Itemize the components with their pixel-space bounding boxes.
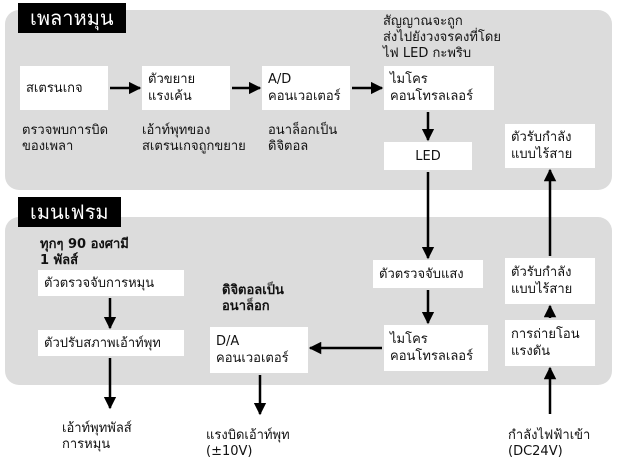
rotor-microcontroller-box: ไมโคร คอนโทรลเลอร์ (384, 66, 494, 110)
stator-note: ทุกๆ 90 องศามี 1 พัลส์ (40, 237, 129, 269)
ad-converter-box: A/D คอนเวอเตอร์ (262, 66, 350, 110)
stator-title: เมนเฟรม (18, 197, 121, 227)
light-detector-label: ตัวตรวจจับแสง (379, 266, 464, 282)
stator-microcontroller-label-2: คอนโทรลเลอร์ (390, 349, 474, 364)
power-input-label-1: กำลังไฟฟ้าเข้า (508, 428, 591, 443)
stator-microcontroller-box: ไมโคร คอนโทรลเลอร์ (384, 325, 488, 371)
strain-gauge-caption-1: ตรวจพบการบิด (22, 123, 109, 138)
led-label: LED (415, 148, 441, 164)
power-input-label: กำลังไฟฟ้าเข้า (DC24V) (508, 428, 590, 460)
wireless-transmitter-box: ตัวรับกำลัง แบบไร้สาย (505, 258, 595, 304)
pulse-output-label-1: เอ้าท์พุทพัลส์ (62, 421, 132, 436)
strain-gauge-caption-2: ของเพลา (22, 139, 74, 154)
torque-output-label-1: แรงบิดเอ้าท์พุท (206, 428, 290, 443)
wireless-transmitter-label-2: แบบไร้สาย (511, 282, 573, 297)
rotor-note-1: สัญญาณจะถูก (383, 14, 463, 29)
amplifier-label-2: แรงเค้น (148, 89, 192, 104)
wireless-receiver-box: ตัวรับกำลัง แบบไร้สาย (505, 124, 595, 168)
amplifier-caption-2: สเตรนเกจถูกขยาย (142, 139, 246, 154)
rotation-detector-label: ตัวตรวจจับการหมุน (44, 275, 155, 291)
da-converter-caption: ดิจิตอลเป็น อนาล็อก (222, 283, 284, 315)
wireless-receiver-label-2: แบบไร้สาย (511, 147, 573, 162)
da-converter-label-1: D/A (216, 334, 240, 349)
da-converter-box: D/A คอนเวอเตอร์ (210, 327, 308, 373)
amplifier-caption-1: เอ้าท์พุทของ (142, 123, 211, 138)
da-converter-caption-2: อนาล็อก (222, 299, 270, 314)
stator-microcontroller-label-1: ไมโคร (390, 332, 428, 347)
ad-converter-label-1: A/D (268, 72, 292, 87)
rotor-microcontroller-label-1: ไมโคร (390, 72, 428, 87)
ad-converter-caption-1: อนาล็อกเป็น (268, 123, 338, 138)
da-converter-caption-1: ดิจิตอลเป็น (222, 283, 284, 298)
strain-gauge-caption: ตรวจพบการบิด ของเพลา (22, 123, 108, 155)
ad-converter-label-2: คอนเวอเตอร์ (268, 89, 341, 104)
torque-output-label-2: (±10V) (206, 444, 253, 459)
rotor-note-2: ส่งไปยังวงจรคงที่โดย (383, 30, 501, 45)
da-converter-label-2: คอนเวอเตอร์ (216, 351, 289, 366)
amplifier-caption: เอ้าท์พุทของ สเตรนเกจถูกขยาย (142, 123, 246, 155)
output-conditioner-box: ตัวปรับสภาพเอ้าท์พุท (38, 330, 184, 356)
rotor-title: เพลาหมุน (18, 3, 126, 33)
rotor-note-3: ไฟ LED กะพริบ (383, 46, 472, 61)
pulse-output-label-2: การหมุน (62, 437, 111, 452)
strain-gauge-label: สเตรนเกจ (26, 80, 83, 96)
pulse-output-label: เอ้าท์พุทพัลส์ การหมุน (62, 421, 132, 453)
voltage-converter-label-2: แรงดัน (511, 344, 551, 359)
amplifier-label-1: ตัวขยาย (148, 72, 196, 87)
wireless-transmitter-label-1: ตัวรับกำลัง (511, 265, 572, 280)
stator-note-1: ทุกๆ 90 องศามี (40, 237, 129, 252)
torque-output-label: แรงบิดเอ้าท์พุท (±10V) (206, 428, 290, 460)
rotor-note: สัญญาณจะถูก ส่งไปยังวงจรคงที่โดย ไฟ LED … (383, 14, 501, 62)
voltage-converter-label-1: การถ่ายโอน (511, 327, 580, 342)
voltage-converter-box: การถ่ายโอน แรงดัน (505, 320, 595, 366)
rotation-detector-box: ตัวตรวจจับการหมุน (38, 270, 184, 296)
output-conditioner-label: ตัวปรับสภาพเอ้าท์พุท (44, 335, 161, 351)
light-detector-box: ตัวตรวจจับแสง (373, 260, 483, 288)
wireless-receiver-label-1: ตัวรับกำลัง (511, 130, 572, 145)
rotor-microcontroller-label-2: คอนโทรลเลอร์ (390, 89, 474, 104)
ad-converter-caption-2: ดิจิตอล (268, 139, 309, 154)
ad-converter-caption: อนาล็อกเป็น ดิจิตอล (268, 123, 337, 155)
amplifier-box: ตัวขยาย แรงเค้น (142, 66, 230, 110)
strain-gauge-box: สเตรนเกจ (20, 66, 108, 110)
led-box: LED (384, 142, 472, 170)
power-input-label-2: (DC24V) (508, 444, 563, 459)
stator-note-2: 1 พัลส์ (40, 253, 79, 268)
